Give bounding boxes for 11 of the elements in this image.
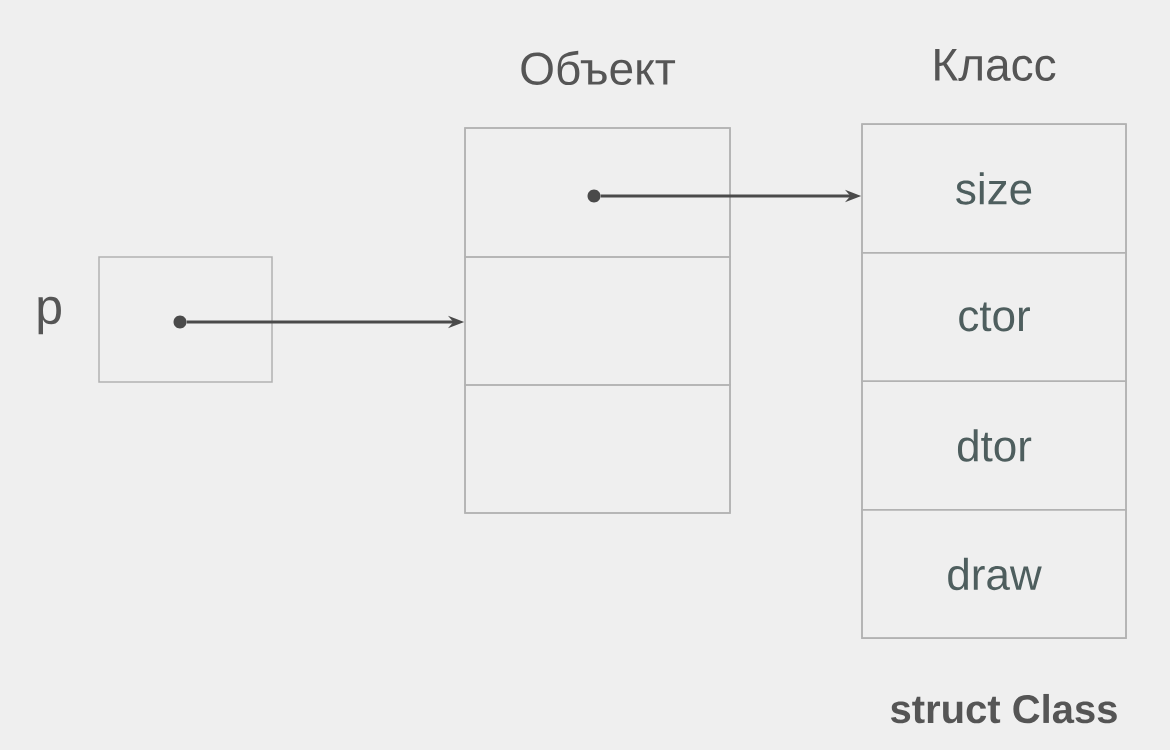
field-cell: dtor: [861, 380, 1127, 511]
memory-cell: [464, 384, 731, 514]
variable-name: p: [38, 296, 61, 335]
field-cell: draw: [861, 509, 1127, 639]
node-label: struct Class: [890, 693, 1117, 724]
field-cell: ctor: [861, 252, 1127, 382]
column-heading: Класс: [935, 48, 1056, 82]
field-cell: size: [861, 123, 1127, 254]
memory-cell: [464, 256, 731, 386]
column-heading: Объект: [521, 50, 676, 86]
memory-cell: [464, 127, 731, 258]
